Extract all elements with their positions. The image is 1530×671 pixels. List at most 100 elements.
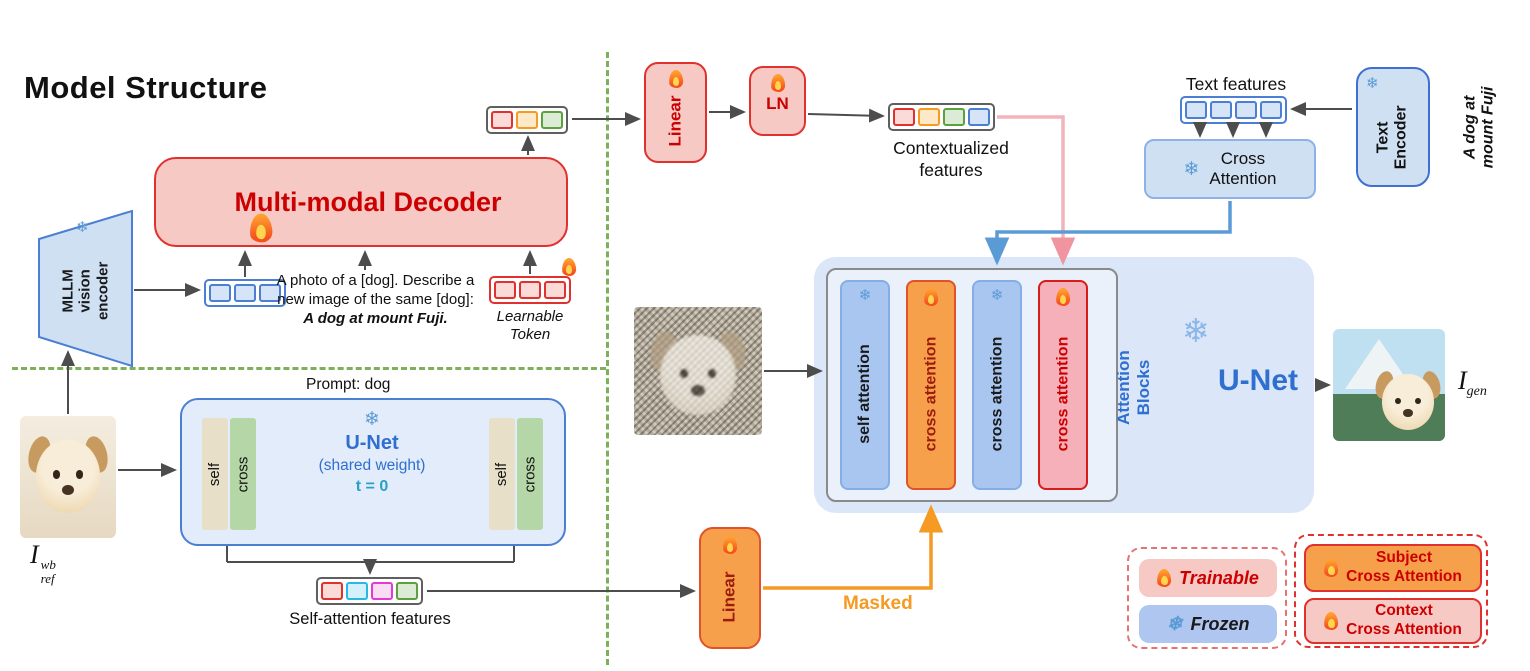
red-token xyxy=(494,281,516,299)
orange-token xyxy=(516,111,538,129)
blue-token xyxy=(234,284,256,302)
red-token xyxy=(893,108,915,126)
vision-encoder: MLLM vision encoder xyxy=(40,222,130,360)
contextualized-features-label: Contextualized features xyxy=(893,138,1009,180)
ref-label-sup: wb xyxy=(40,557,56,572)
vision-encoder-label: MLLM vision encoder xyxy=(59,261,111,321)
green-token xyxy=(541,111,563,129)
legend-frozen: ❄ Frozen xyxy=(1139,605,1277,643)
cross-attention-label: Cross Attention xyxy=(1209,148,1277,188)
visual-token-strip xyxy=(204,279,286,307)
generated-dog-illustration xyxy=(1372,367,1444,437)
blue-token xyxy=(1235,101,1257,119)
linear-label: Linear xyxy=(665,95,685,147)
blue-token xyxy=(1185,101,1207,119)
shared-unet-center: ❄ U-Net (shared weight) t = 0 xyxy=(292,410,452,496)
cross-attn-column: cross xyxy=(517,418,543,530)
fire-icon xyxy=(250,214,272,243)
block-label: cross attention xyxy=(922,336,939,452)
cyan-token xyxy=(346,582,368,600)
legend-context: Context Cross Attention xyxy=(1304,598,1482,644)
reference-image xyxy=(20,416,116,538)
legend-context-label: Context Cross Attention xyxy=(1346,602,1462,638)
shared-unet-timestep: t = 0 xyxy=(355,478,389,495)
snowflake-icon: ❄ xyxy=(1182,312,1210,349)
learnable-token-label: Learnable Token xyxy=(496,308,564,343)
fire-icon xyxy=(723,536,737,554)
vision-encoder-shape xyxy=(38,210,133,368)
ref-label-base: I xyxy=(30,540,39,569)
magenta-token xyxy=(371,582,393,600)
decoder-prompt-text: A photo of a [dog]. Describe a new image… xyxy=(276,272,475,308)
blue-token xyxy=(209,284,231,302)
self-label: self xyxy=(493,462,511,486)
snowflake-icon: ❄ xyxy=(1366,75,1379,92)
masked-label: Masked xyxy=(843,593,913,614)
snowflake-icon: ❄ xyxy=(858,287,872,304)
fire-icon xyxy=(1040,288,1086,306)
red-token xyxy=(519,281,541,299)
text-prompt-wrap: A dog at mount Fuji xyxy=(1434,64,1526,190)
fire-icon xyxy=(1157,569,1171,587)
snowflake-icon: ❄ xyxy=(76,219,89,236)
shared-unet-weight: (shared weight) xyxy=(318,457,426,474)
context-cross-attention-block: cross attention xyxy=(1038,280,1088,490)
subject-cross-attention-block: cross attention xyxy=(906,280,956,490)
orange-token xyxy=(918,108,940,126)
shared-unet-name: U-Net xyxy=(345,432,399,454)
multimodal-decoder: Multi-modal Decoder xyxy=(154,157,568,247)
page-title: Model Structure xyxy=(24,70,268,105)
frozen-cross-attention-block: ❄ cross attention xyxy=(972,280,1022,490)
snowflake-icon: ❄ xyxy=(1166,613,1183,635)
fire-icon xyxy=(771,74,785,92)
unet-name: U-Net xyxy=(1218,364,1298,397)
text-features-label: Text features xyxy=(1185,74,1287,94)
self-attention-features-label: Self-attention features xyxy=(289,610,451,628)
text-prompt: A dog at mount Fuji xyxy=(1461,86,1497,168)
shared-unet-box: self cross self cross ❄ U-Net (shared we… xyxy=(180,398,566,546)
blue-token xyxy=(1260,101,1282,119)
decoder-label: Multi-modal Decoder xyxy=(234,186,502,217)
text-features-token-strip xyxy=(1180,96,1287,124)
snowflake-icon: ❄ xyxy=(990,287,1004,304)
gen-label-base: I xyxy=(1458,366,1467,395)
fire-icon xyxy=(669,70,683,88)
legend-cross-attention: Subject Cross Attention Context Cross At… xyxy=(1294,534,1488,648)
text-encoder-box: ❄ Text Encoder xyxy=(1356,67,1430,187)
decoder-output-token-strip xyxy=(486,106,568,134)
linear-bottom-box: Linear xyxy=(699,527,761,649)
fire-icon xyxy=(1324,559,1338,577)
self-label: self xyxy=(206,462,224,486)
self-attention-block: ❄ self attention xyxy=(840,280,890,490)
fire-icon xyxy=(908,288,954,306)
block-label: cross attention xyxy=(1054,336,1071,452)
red-token xyxy=(544,281,566,299)
horizontal-divider xyxy=(12,367,606,370)
red-token xyxy=(491,111,513,129)
shared-unet-prompt: Prompt: dog xyxy=(306,376,391,393)
legend-trainable-label: Trainable xyxy=(1179,567,1259,588)
generated-image-label: Igen xyxy=(1458,366,1487,400)
cross-label: cross xyxy=(234,456,252,492)
block-label: cross attention xyxy=(988,336,1005,452)
snowflake-icon: ❄ xyxy=(1183,158,1200,180)
legend-subject: Subject Cross Attention xyxy=(1304,544,1482,592)
block-label: self attention xyxy=(856,344,873,444)
cross-attention-box: ❄ Cross Attention xyxy=(1144,139,1316,199)
ref-label-sub: ref xyxy=(40,570,55,586)
contextualized-token-strip xyxy=(888,103,995,131)
legend-subject-label: Subject Cross Attention xyxy=(1346,549,1462,585)
snowflake-icon: ❄ xyxy=(364,409,380,430)
cross-label: cross xyxy=(521,456,539,492)
red-token xyxy=(321,582,343,600)
blue-token xyxy=(968,108,990,126)
legend-frozen-label: Frozen xyxy=(1190,613,1250,634)
generated-image xyxy=(1333,329,1445,441)
noisy-dog-illustration xyxy=(646,325,750,425)
self-attention-token-strip xyxy=(316,577,423,605)
self-attn-column: self xyxy=(202,418,228,530)
text-encoder-label: Text Encoder xyxy=(1374,104,1410,170)
dog-illustration xyxy=(24,430,112,522)
green-token xyxy=(943,108,965,126)
